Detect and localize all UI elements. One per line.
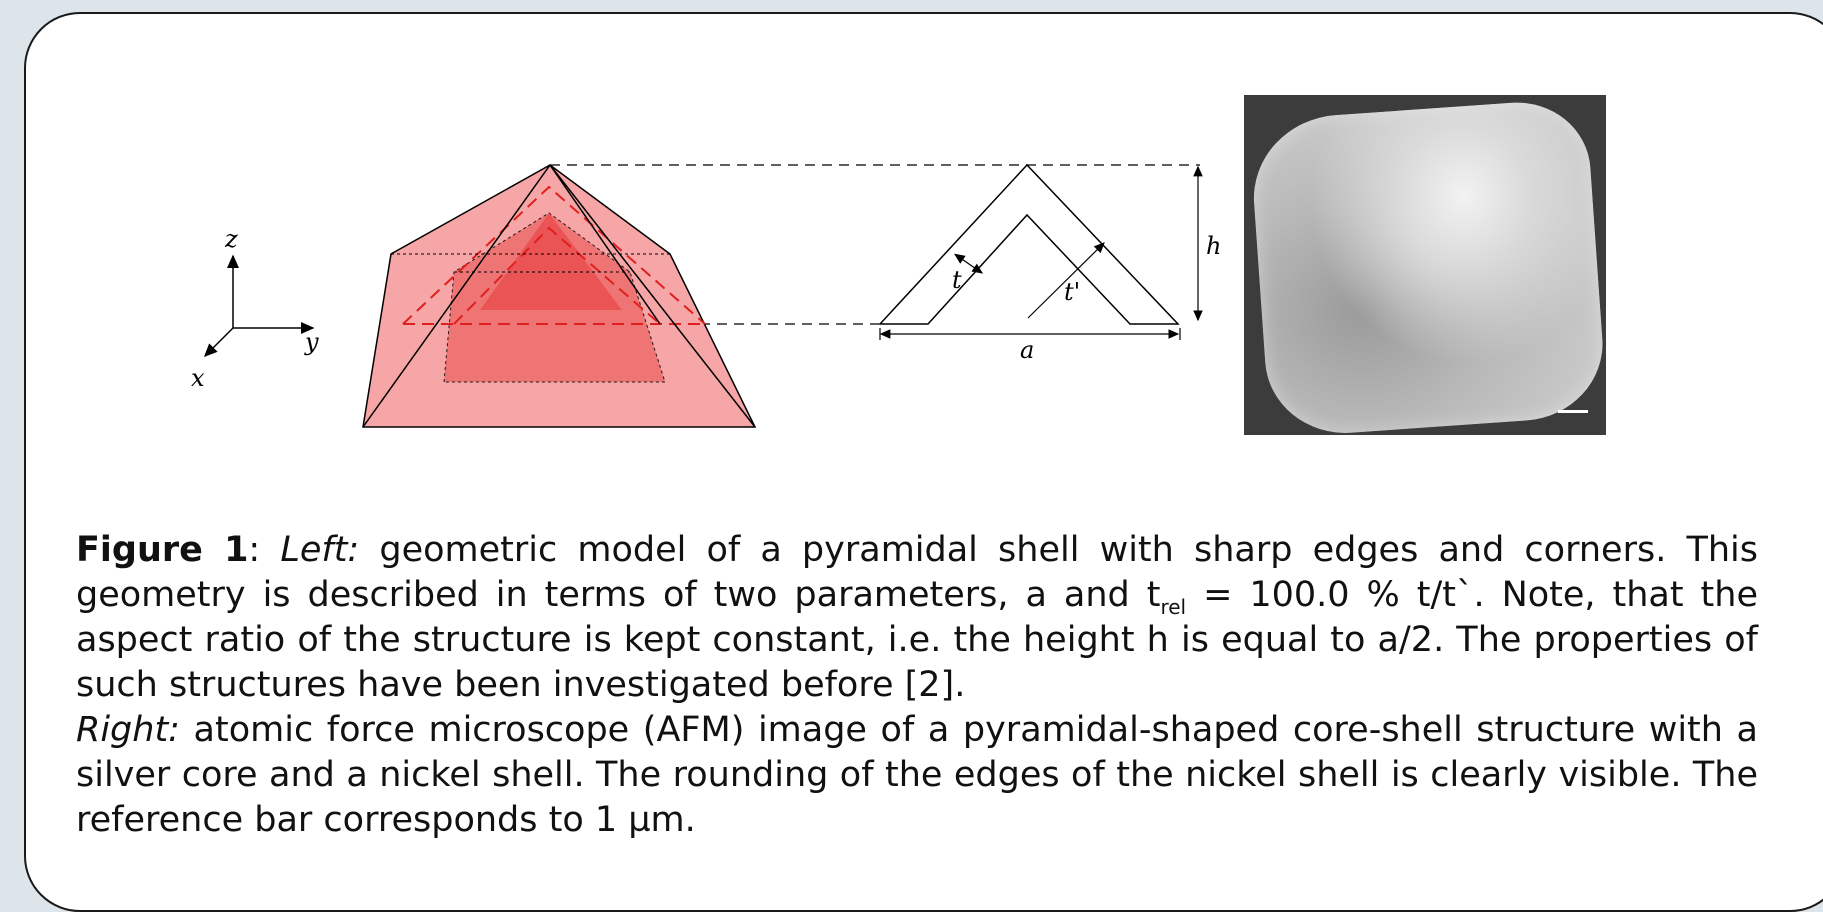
cross-section-diagram: t t' h a: [879, 163, 1221, 360]
axes-diagram: z y x: [191, 225, 319, 392]
section-outline: [402, 185, 706, 325]
caption-text-2: = 100.0 % t/t`. Note, that the aspect ra…: [76, 575, 1758, 705]
t-arrow: [954, 253, 983, 274]
caption-text-1: geometric model of a pyramidal shell wit…: [76, 530, 1758, 615]
h-label: h: [1206, 232, 1221, 260]
y-axis-label: y: [304, 328, 319, 356]
a-label: a: [1020, 336, 1034, 360]
z-axis-label: z: [224, 225, 238, 253]
t-prime-arrow: [1027, 242, 1105, 319]
figure-label: Figure 1: [76, 530, 249, 570]
scale-bar: [1558, 410, 1588, 413]
section-inner: [453, 226, 661, 325]
pyramid-edge-left: [362, 164, 551, 428]
t-prime-label: t': [1064, 278, 1080, 306]
pyramid-model: [362, 164, 757, 428]
x-axis: [203, 327, 234, 358]
cross-section-shape: [879, 163, 1180, 325]
figure-caption: Figure 1: Left: geometric model of a pyr…: [76, 530, 1758, 840]
left-label: Left:: [280, 530, 360, 570]
afm-particle: [1248, 97, 1606, 435]
inner-core-front: [480, 213, 622, 310]
x-axis-label: x: [191, 364, 205, 392]
t-label: t: [952, 266, 962, 294]
pyramid-edge-right: [549, 164, 756, 428]
caption-text-3: atomic force microscope (AFM) image of a…: [76, 710, 1758, 840]
subscript-rel: rel: [1160, 595, 1187, 619]
right-label: Right:: [76, 710, 180, 750]
afm-image: [1244, 95, 1606, 435]
pyramid-edge-front: [549, 164, 661, 325]
